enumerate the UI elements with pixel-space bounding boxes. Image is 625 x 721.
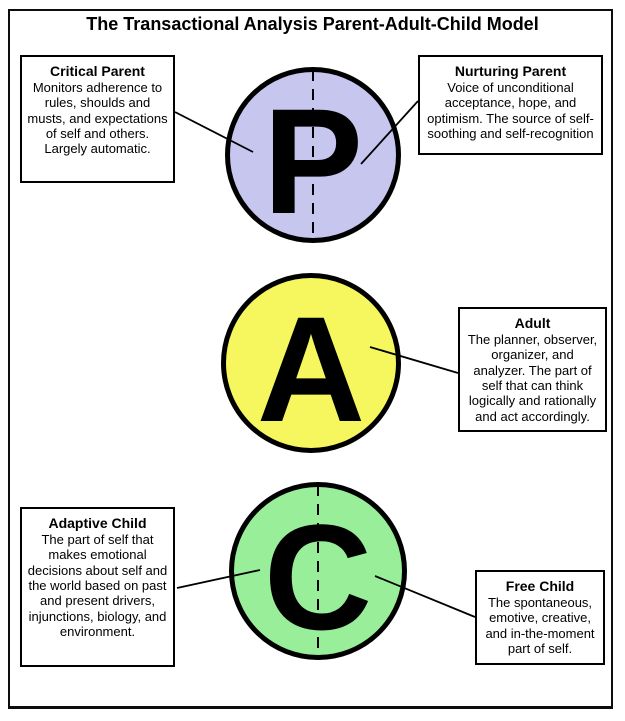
child-letter: C (263, 493, 373, 661)
free-child-title: Free Child (505, 578, 575, 594)
child-circle: C (229, 482, 407, 660)
adaptive-child-title: Adaptive Child (48, 515, 147, 531)
nurturing-parent-body: Voice of unconditional acceptance, hope,… (427, 80, 594, 141)
parent-letter: P (262, 77, 364, 245)
diagram-border (8, 9, 613, 709)
adaptive-child-box: Adaptive Child The part of self that mak… (20, 507, 175, 667)
adult-title: Adult (514, 315, 551, 331)
free-child-body: The spontaneous, emotive, creative, and … (485, 595, 595, 656)
adult-circle: A (221, 273, 401, 453)
critical-parent-box: Critical Parent Monitors adherence to ru… (20, 55, 175, 183)
parent-circle: P (225, 67, 401, 243)
nurturing-parent-box: Nurturing Parent Voice of unconditional … (418, 55, 603, 155)
adaptive-child-body: The part of self that makes emotional de… (27, 532, 168, 639)
adult-letter: A (256, 285, 366, 453)
critical-parent-title: Critical Parent (50, 63, 145, 79)
critical-parent-body: Monitors adherence to rules, shoulds and… (27, 80, 168, 157)
diagram-title: The Transactional Analysis Parent-Adult-… (86, 14, 539, 34)
adult-body: The planner, observer, organizer, and an… (467, 332, 598, 424)
adult-box: Adult The planner, observer, organizer, … (458, 307, 607, 432)
nurturing-parent-title: Nurturing Parent (454, 63, 567, 79)
free-child-box: Free Child The spontaneous, emotive, cre… (475, 570, 605, 665)
